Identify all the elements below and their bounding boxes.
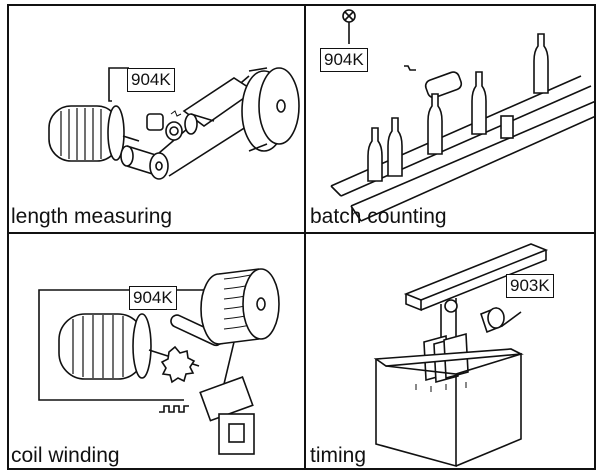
- vertical-divider: [304, 4, 306, 470]
- length-measuring-illustration: [48, 67, 300, 180]
- batch-counting-illustration: [330, 9, 596, 222]
- caption-timing: timing: [310, 444, 367, 467]
- timing-illustration: [373, 243, 549, 468]
- device-label: 903K: [506, 274, 554, 298]
- horizontal-divider: [7, 232, 596, 234]
- device-label: 904K: [127, 68, 175, 92]
- caption-batch-counting: batch counting: [310, 205, 447, 228]
- caption-length-measuring: length measuring: [11, 205, 173, 228]
- figure-frame: [7, 4, 596, 470]
- panel-timing: 903K timing: [306, 234, 596, 470]
- panel-batch-counting: 904K batch counting: [306, 6, 596, 232]
- coil-winding-illustration: [38, 268, 280, 455]
- device-label: 904K: [320, 48, 368, 72]
- panel-coil-winding: 904K coil winding: [9, 234, 304, 470]
- device-label: 904K: [129, 286, 177, 310]
- panel-length-measuring: 904K length measuring: [9, 6, 304, 232]
- caption-coil-winding: coil winding: [11, 444, 120, 467]
